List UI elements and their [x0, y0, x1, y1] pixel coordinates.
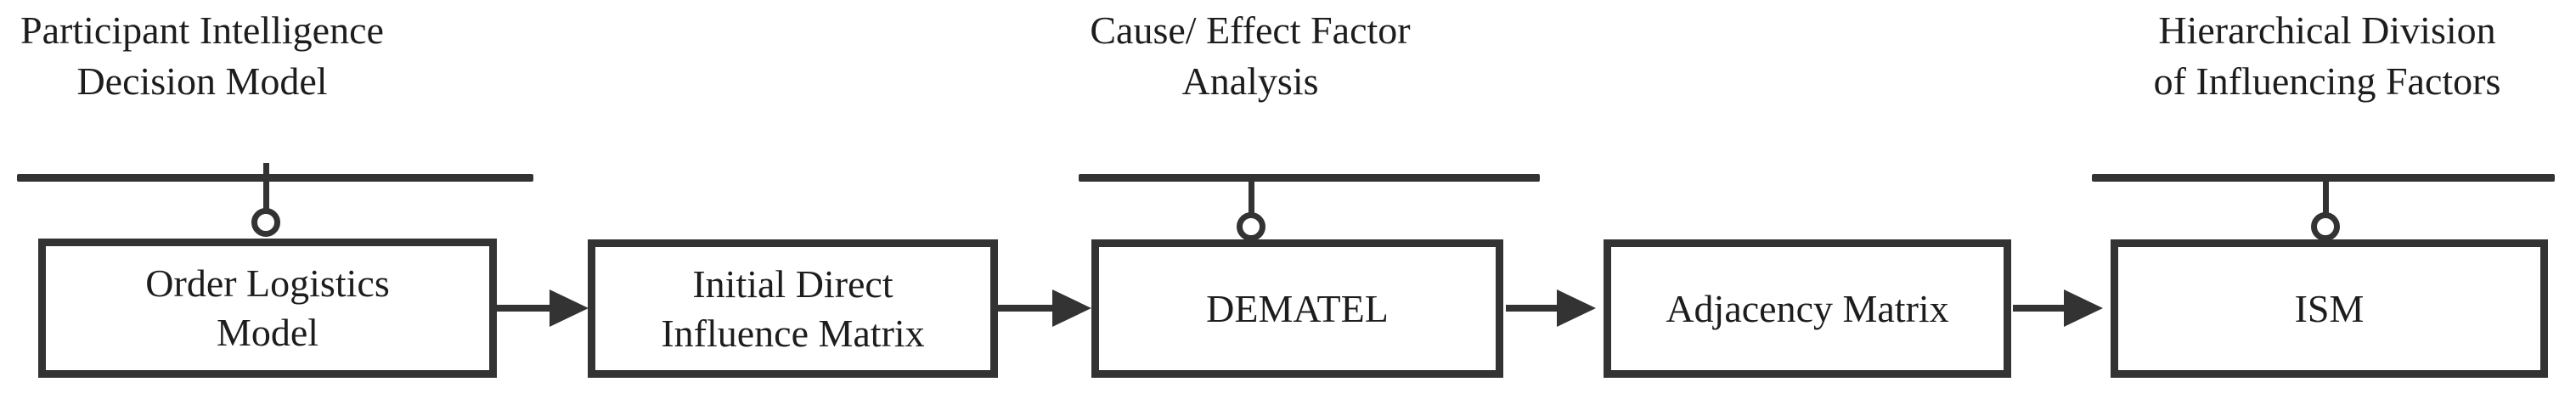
bracket-line-left — [17, 174, 533, 182]
arrow-right-icon-2 — [1052, 289, 1091, 327]
flow-box-order-logistics-model: Order Logistics Model — [38, 239, 497, 378]
connector-tick-middle — [1249, 181, 1254, 216]
annotation-participant-intelligence-decision-model: Participant Intelligence Decision Model — [20, 8, 384, 103]
arrow-right-icon-3 — [1557, 289, 1596, 327]
arrow-right-icon-4 — [2064, 289, 2103, 327]
bracket-line-middle — [1079, 174, 1540, 182]
flow-box-ism: ISM — [2111, 239, 2548, 378]
flow-arrow-shaft-3 — [1506, 305, 1557, 312]
flow-box-dematel: DEMATEL — [1091, 239, 1503, 378]
flow-box-initial-direct-influence-matrix: Initial Direct Influence Matrix — [588, 239, 998, 378]
annotation-cause-effect-factor-analysis: Cause/ Effect Factor Analysis — [1090, 8, 1411, 103]
flow-arrow-shaft-1 — [497, 305, 550, 312]
arrow-right-icon-1 — [550, 289, 589, 327]
connector-circle-icon-right — [2311, 212, 2340, 241]
flow-arrow-shaft-4 — [2013, 305, 2064, 312]
annotation-hierarchical-division-of-influencing-factors: Hierarchical Division of Influencing Fac… — [2153, 8, 2501, 103]
connector-circle-icon-left — [251, 208, 280, 237]
connector-tick-left — [263, 163, 269, 211]
flow-box-adjacency-matrix: Adjacency Matrix — [1604, 239, 2011, 378]
flow-arrow-shaft-2 — [998, 305, 1052, 312]
connector-tick-right — [2323, 181, 2329, 216]
bracket-line-right — [2092, 174, 2555, 182]
connector-circle-icon-middle — [1237, 212, 1265, 241]
